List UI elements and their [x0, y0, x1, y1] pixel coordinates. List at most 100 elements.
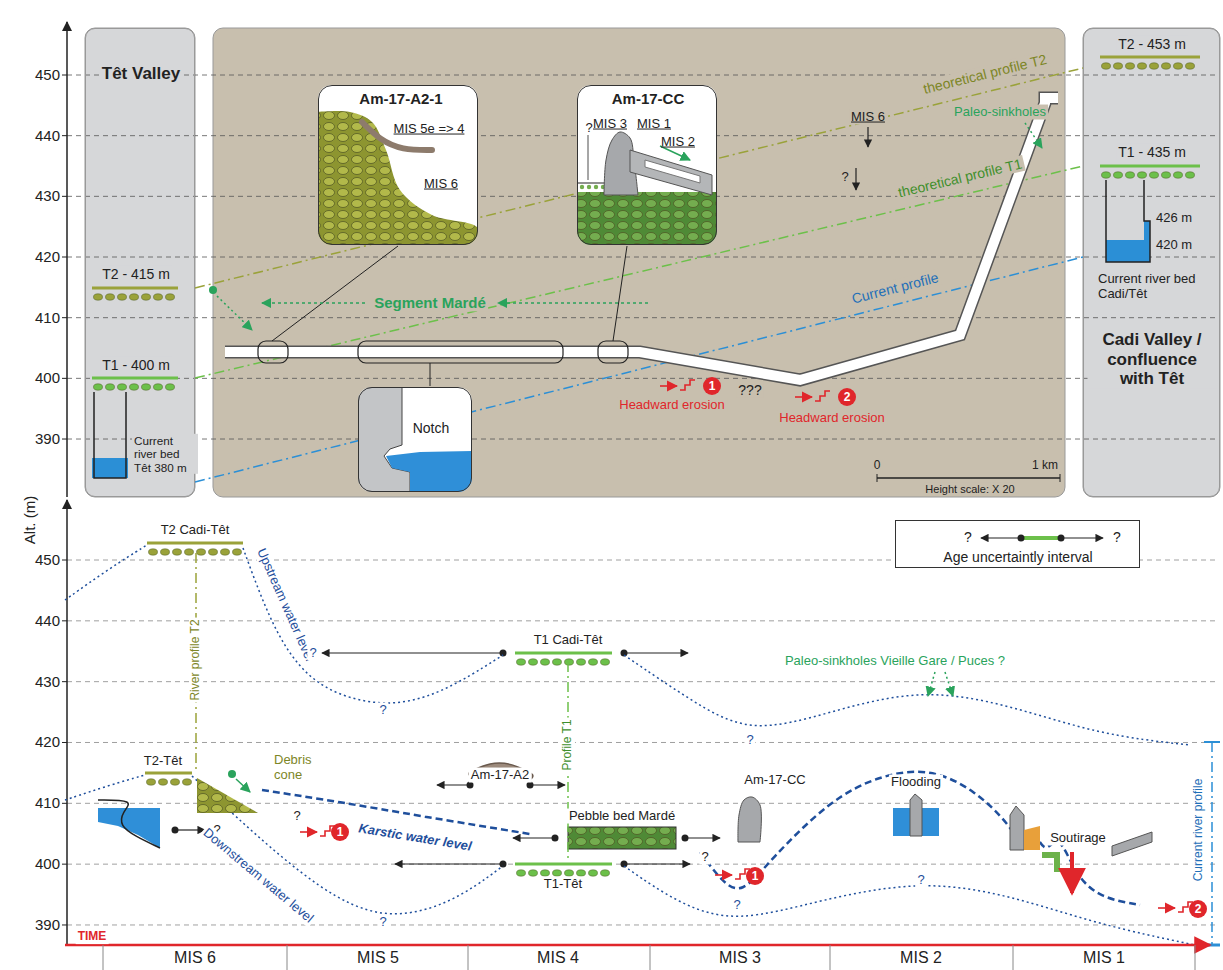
- conduit-hole: [645, 160, 700, 183]
- erosion-arrow: [1158, 907, 1175, 909]
- erosion-arrow: [660, 385, 677, 387]
- pebble: [529, 659, 538, 665]
- question-mark: ?: [291, 809, 302, 824]
- annotation: 0: [872, 459, 883, 473]
- annotation: Profile T1: [561, 717, 575, 772]
- panel: [85, 28, 195, 497]
- terrace-surface: [515, 863, 612, 866]
- pebble: [173, 549, 182, 555]
- pebble: [541, 870, 550, 876]
- age-arrow: [437, 784, 470, 785]
- period-tick: [103, 945, 104, 970]
- terrace-dot: [209, 286, 217, 294]
- scale-bar: [1060, 474, 1061, 482]
- age-dot: [682, 835, 689, 842]
- annotation: 440: [35, 127, 60, 144]
- age-arrow: [624, 863, 690, 864]
- node-label: MIS 5e => 4: [394, 122, 465, 137]
- pebble: [94, 294, 103, 300]
- annotation: 440: [35, 612, 60, 629]
- pebble: [166, 294, 175, 300]
- node-title: Am-17-A2-1: [359, 90, 442, 107]
- legend-text: Age uncertaintly interval: [943, 549, 1092, 565]
- dotted-arrow: [498, 302, 648, 304]
- node-label: ?: [585, 121, 592, 136]
- dotted-arrow: [262, 302, 365, 304]
- node-label: T1 - 435 m: [1116, 144, 1188, 160]
- pebble: [1102, 172, 1111, 178]
- node-label: 426 m: [1154, 211, 1194, 226]
- callout-number: 1: [703, 377, 721, 395]
- dotted-arrow: [945, 672, 953, 696]
- valley-panel: T2 - 453 mT1 - 435 m426 m420 mCurrent ri…: [1083, 28, 1220, 497]
- pebble: [529, 870, 538, 876]
- pebble-deposit: [318, 111, 478, 245]
- annotation: Debris cone: [272, 753, 326, 783]
- arrow: [1070, 852, 1074, 893]
- annotation: Segment Mardé: [372, 294, 488, 311]
- pebble: [147, 779, 156, 785]
- annotation: Headward erosion: [617, 398, 727, 413]
- grid-line: [67, 257, 1220, 258]
- conduit-section: [1112, 832, 1152, 856]
- rock-wall: [358, 387, 410, 492]
- leader-line: [430, 363, 431, 386]
- period-tick: [1013, 945, 1014, 970]
- pebble: [1138, 63, 1147, 69]
- terrace-surface: [1100, 165, 1200, 168]
- pebble: [1138, 172, 1147, 178]
- age-dot: [467, 782, 474, 789]
- pebble: [601, 870, 610, 876]
- dotted-arrow: [217, 296, 252, 330]
- pebble: [142, 384, 151, 390]
- panel: [213, 28, 1065, 497]
- annotation: T2-Têt: [142, 754, 184, 769]
- dotted-arrow: [1025, 123, 1042, 148]
- legend-line: [1021, 536, 1061, 540]
- pebble: [594, 185, 598, 189]
- question-mark: ?: [839, 170, 850, 185]
- water-level: [624, 866, 1195, 945]
- age-dot: [552, 835, 559, 842]
- water: [1106, 240, 1144, 262]
- annotation: Alt. (m): [21, 496, 38, 544]
- pebble: [1114, 63, 1123, 69]
- annotation: Height scale: X 20: [923, 483, 1016, 496]
- pebble: [1174, 63, 1183, 69]
- period-tick: [287, 945, 288, 970]
- age-dot: [172, 827, 179, 834]
- terrace-surface: [92, 377, 178, 380]
- annotation: MIS 6: [174, 949, 216, 967]
- annotation: 450: [35, 551, 60, 568]
- pebble: [1126, 63, 1135, 69]
- node-label: Current river bed Cadi/Têt: [1096, 272, 1215, 302]
- annotation: MIS 6: [849, 110, 887, 125]
- question-mark: ?: [699, 850, 710, 865]
- pebble: [589, 870, 598, 876]
- pebble: [587, 185, 591, 189]
- grid-line: [67, 378, 1220, 379]
- terrace-surface: [147, 542, 243, 545]
- annotation: MIS 2: [900, 949, 942, 967]
- pebble: [577, 870, 586, 876]
- annotation: theoretical profile T1: [895, 155, 1026, 201]
- annotation: MIS 4: [537, 949, 579, 967]
- pebble: [221, 549, 230, 555]
- pebble: [589, 659, 598, 665]
- age-arrow: [624, 652, 688, 653]
- age-arrow: [513, 837, 555, 838]
- question-mark: ?: [377, 915, 388, 930]
- terrace-surface: [1100, 56, 1200, 59]
- age-arrow: [685, 837, 720, 838]
- pebble-bed: [577, 192, 717, 245]
- annotation: Current profile: [848, 269, 942, 307]
- callout-number: 1: [331, 823, 349, 841]
- arrow: [236, 779, 250, 792]
- node-label: MIS 1: [637, 117, 671, 132]
- pebble: [553, 659, 562, 665]
- pebble: [1162, 63, 1171, 69]
- terrace-surface: [515, 652, 612, 655]
- pebble: [1186, 63, 1195, 69]
- node-label: Current river bed Têt 380 m: [132, 434, 198, 474]
- period-tick: [650, 945, 651, 970]
